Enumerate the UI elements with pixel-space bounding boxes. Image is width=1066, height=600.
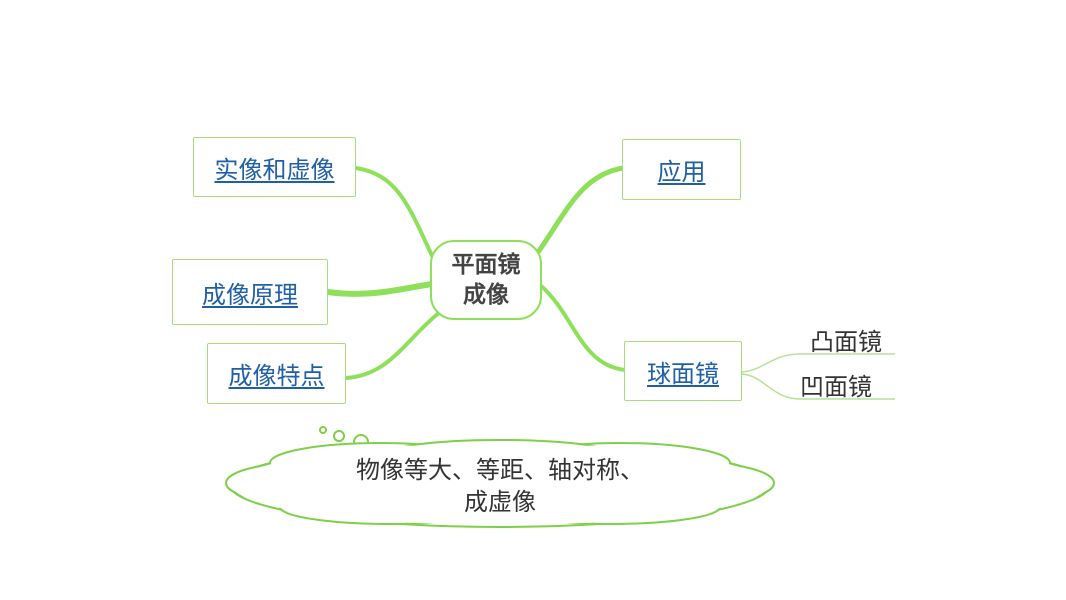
- branch-application: [533, 165, 626, 258]
- branch-spherical: [538, 283, 627, 372]
- thought-bubble-medium: [333, 430, 345, 442]
- node-imaging-principle[interactable]: 成像原理: [172, 259, 328, 325]
- branch-concave: [741, 373, 895, 400]
- node-imaging-features[interactable]: 成像特点: [207, 343, 346, 404]
- cloud-fill: [228, 442, 772, 525]
- central-topic-line1: 平面镜: [451, 252, 521, 278]
- node-application[interactable]: 应用: [622, 139, 741, 200]
- node-spherical-mirror[interactable]: 球面镜: [624, 341, 742, 401]
- sub-node-concave-mirror: 凹面镜: [800, 373, 872, 401]
- cloud-callout: 物像等大、等距、轴对称、 成虚像: [280, 454, 720, 518]
- central-topic-line2: 成像: [463, 282, 509, 308]
- node-real-virtual-image[interactable]: 实像和虚像: [193, 137, 356, 197]
- branch-convex: [741, 353, 895, 373]
- branch-real-virtual: [354, 166, 437, 264]
- thought-bubble-small: [319, 426, 327, 434]
- sub-node-convex-mirror: 凸面镜: [810, 328, 882, 356]
- cloud-text-line2: 成虚像: [464, 488, 536, 516]
- cloud-text-line1: 物像等大、等距、轴对称、: [356, 456, 644, 484]
- branch-principle: [325, 281, 435, 297]
- central-topic: 平面镜 成像: [430, 240, 542, 320]
- branch-features: [344, 310, 442, 380]
